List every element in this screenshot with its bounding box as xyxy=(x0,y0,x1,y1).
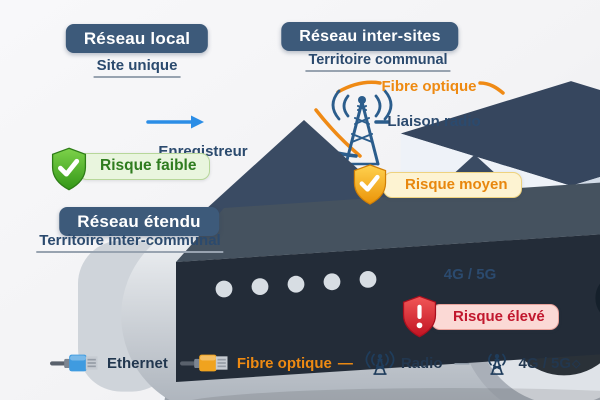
extended-section-subtitle: Territoire inter-communal xyxy=(36,232,224,253)
shield-check-green-icon xyxy=(51,147,87,191)
shield-check-amber-icon xyxy=(353,164,387,205)
cellular-cloud-label: 4G / 5G xyxy=(443,266,497,283)
shield-alert-red-icon xyxy=(402,295,437,338)
legend-bar: Ethernet Fibre optique — Radio — xyxy=(50,349,581,377)
risk-low-badge: Risque faible xyxy=(78,153,211,180)
intersites-section-subtitle: Territoire communal xyxy=(305,52,451,72)
legend-ethernet-label: Ethernet xyxy=(107,354,168,372)
legend-cellular-label: 4G / 5G xyxy=(518,354,572,372)
fiber-link-label: Fibre optique xyxy=(381,78,477,95)
intersites-section-title: Réseau inter-sites xyxy=(281,22,459,51)
fiber-connector-icon xyxy=(179,354,228,372)
legend-radio-separator: — xyxy=(454,354,470,372)
local-section-subtitle: Site unique xyxy=(93,57,181,78)
legend-cellular-suffix: ◇ xyxy=(572,357,581,370)
legend-radio-label: Radio xyxy=(400,354,443,372)
cellular-antenna-icon xyxy=(487,353,506,375)
radio-link-label: Liaison radio xyxy=(387,113,481,130)
local-section-title: Réseau local xyxy=(65,24,209,53)
legend-fiber-separator: — xyxy=(337,354,353,372)
risk-high-badge: Risque élevé xyxy=(431,304,559,330)
radio-antenna-icon xyxy=(365,351,395,375)
ethernet-connector-icon xyxy=(50,354,98,372)
risk-medium-badge: Risque moyen xyxy=(383,172,522,198)
legend-fiber-label: Fibre optique xyxy=(236,354,332,372)
extended-section-title: Réseau étendu xyxy=(59,207,219,236)
ethernet-arrow xyxy=(146,115,204,129)
